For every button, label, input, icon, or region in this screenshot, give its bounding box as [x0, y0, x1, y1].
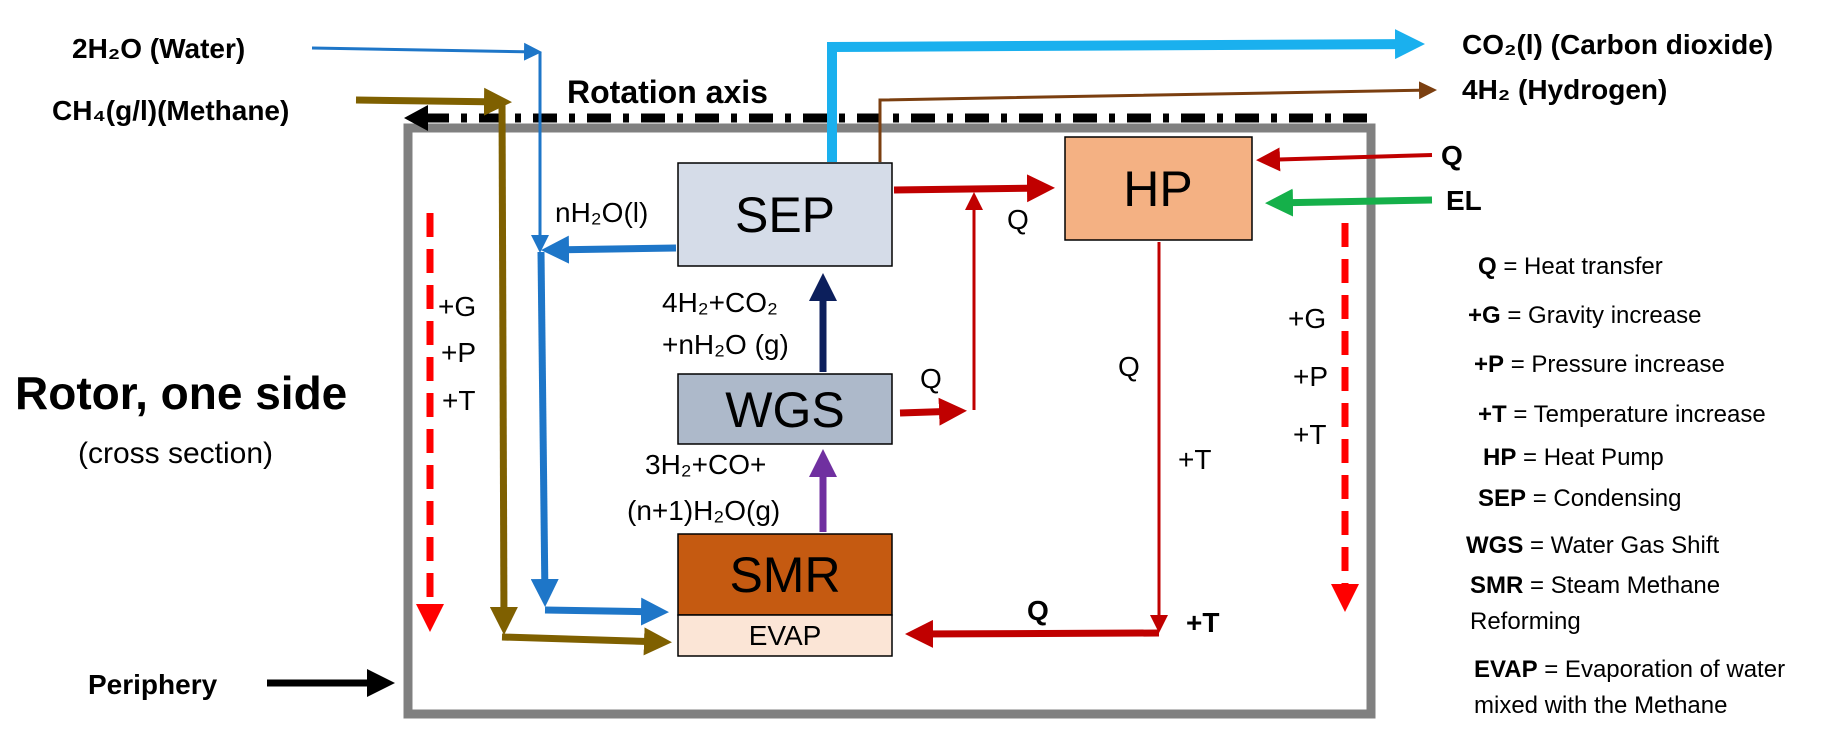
hp-block [1064, 136, 1253, 241]
legend-entry: Q = Heat transfer [1478, 253, 1663, 280]
rotation-axis-arrowhead [404, 105, 428, 131]
legend-entry: +P = Pressure increase [1474, 351, 1725, 378]
heat-to-evap-arrow [905, 619, 1160, 648]
wgs-block [677, 373, 893, 445]
wgs-heat-arrow [899, 397, 967, 426]
water-inflow-arrow [311, 42, 542, 61]
q-hp-down-label: Q [1118, 351, 1140, 382]
legend-entry: SMR = Steam Methane [1470, 572, 1720, 599]
periphery-label: Periphery [88, 669, 218, 700]
legend: Q = Heat transfer +G = Gravity increase … [1466, 253, 1785, 719]
evap-block [677, 614, 893, 657]
legend-entry: WGS = Water Gas Shift [1466, 532, 1720, 559]
water-input-label: 2H₂O (Water) [72, 33, 245, 64]
methane-input-label: CH₄(g/l)(Methane) [52, 95, 289, 126]
right-t-label: +T [1293, 419, 1326, 450]
rotor-subtitle: (cross section) [78, 437, 273, 470]
legend-entry: +T = Temperature increase [1478, 401, 1766, 428]
t-hp-down-label: +T [1178, 444, 1211, 475]
water-to-smr-arrow [544, 597, 669, 626]
right-p-label: +P [1293, 361, 1328, 392]
co2-output-label: CO₂(l) (Carbon dioxide) [1462, 29, 1773, 60]
el-to-hp-arrow [1265, 188, 1433, 217]
legend-entry: HP = Heat Pump [1483, 444, 1664, 471]
left-g-label: +G [438, 291, 476, 322]
t-bottom-label: +T [1186, 607, 1219, 638]
evap-label: EVAP [749, 620, 822, 651]
smr-wgs-stream-label-2: (n+1)H₂O(g) [627, 495, 780, 526]
smr-label: SMR [729, 547, 840, 603]
legend-entry: Reforming [1470, 608, 1581, 635]
left-t-label: +T [442, 385, 475, 416]
methane-down-arrow [489, 99, 518, 635]
q-wgs-label: Q [920, 363, 942, 394]
sep-wgs-stream-label-1: 4H₂+CO₂ [662, 287, 778, 318]
left-p-label: +P [441, 337, 476, 368]
smr-wgs-stream-label-1: 3H₂+CO+ [645, 449, 766, 480]
wgs-label: WGS [725, 382, 844, 438]
hydrogen-output-label: 4H₂ (Hydrogen) [1462, 74, 1667, 105]
right-g-label: +G [1288, 303, 1326, 334]
methane-inflow-arrow [355, 87, 512, 116]
sep-to-hp-heat-arrow [893, 174, 1055, 203]
hydrogen-outflow-arrow [878, 81, 1437, 162]
hp-el-input-label: EL [1446, 185, 1482, 216]
condensate-label: nH₂O(l) [555, 197, 648, 228]
q-sep-hp-label: Q [1007, 204, 1029, 235]
methane-to-evap-arrow [501, 627, 672, 656]
rotor-frame [403, 123, 1376, 719]
sep-label: SEP [735, 187, 835, 243]
legend-entry: SEP = Condensing [1478, 485, 1681, 512]
legend-entry: mixed with the Methane [1474, 692, 1727, 719]
hp-label: HP [1123, 161, 1192, 217]
rotor-title: Rotor, one side [15, 367, 347, 419]
smr-block [677, 533, 893, 616]
rotation-axis-label: Rotation axis [567, 74, 768, 110]
condensate-return-arrow [541, 235, 677, 264]
legend-entry: +G = Gravity increase [1468, 302, 1701, 329]
water-to-smr-down-arrow [530, 251, 559, 607]
co2-outflow-arrow [827, 29, 1425, 162]
hp-q-input-label: Q [1441, 140, 1463, 171]
sep-wgs-stream-label-2: +nH₂O (g) [662, 329, 789, 360]
sep-block [677, 162, 893, 267]
q-bottom-label: Q [1027, 595, 1049, 626]
q-to-hp-arrow [1256, 147, 1433, 172]
legend-entry: EVAP = Evaporation of water [1474, 656, 1785, 683]
